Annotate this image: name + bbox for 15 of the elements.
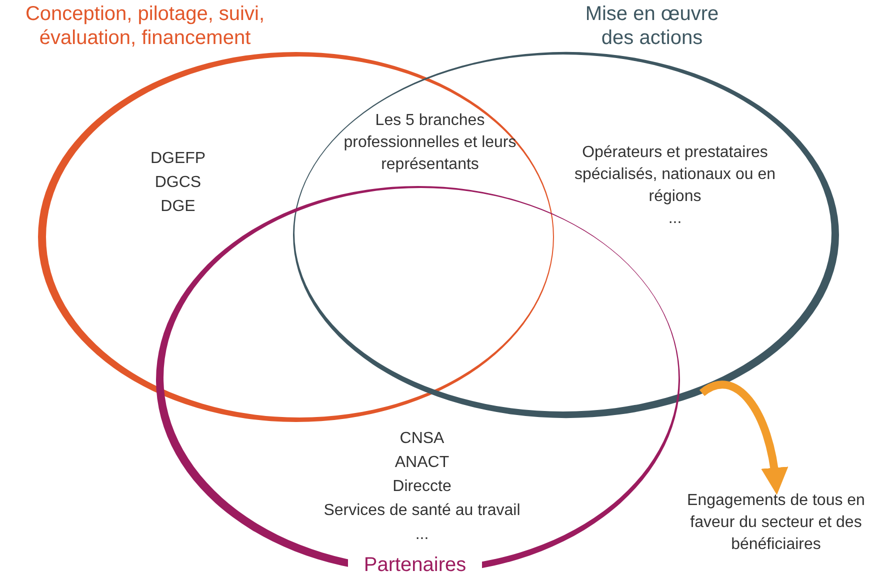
member-text: Direccte — [392, 477, 452, 497]
outcome-text: Engagements de tous en faveur du secteur et des bénéficiaires — [686, 491, 866, 555]
member-text: DGCS — [154, 173, 202, 193]
member-text: ANACT — [394, 453, 450, 473]
group-heading: Mise en œuvre des actions — [584, 2, 720, 50]
group-heading: Conception, pilotage, suivi, évaluation, financement — [24, 2, 266, 50]
member-text: CNSA — [398, 429, 446, 449]
curved-arrow — [700, 380, 788, 495]
member-text: Services de santé au travail — [322, 501, 522, 521]
member-text: DGE — [160, 197, 196, 217]
member-text: DGEFP — [149, 149, 207, 169]
member-text: ... — [414, 525, 430, 545]
member-text: Opérateurs et prestataires spécialisés, nationaux ou en régions — [573, 143, 777, 207]
overlap-text: Les 5 branches professionnelles et leurs représentants — [342, 111, 518, 175]
member-text: ... — [667, 209, 683, 229]
